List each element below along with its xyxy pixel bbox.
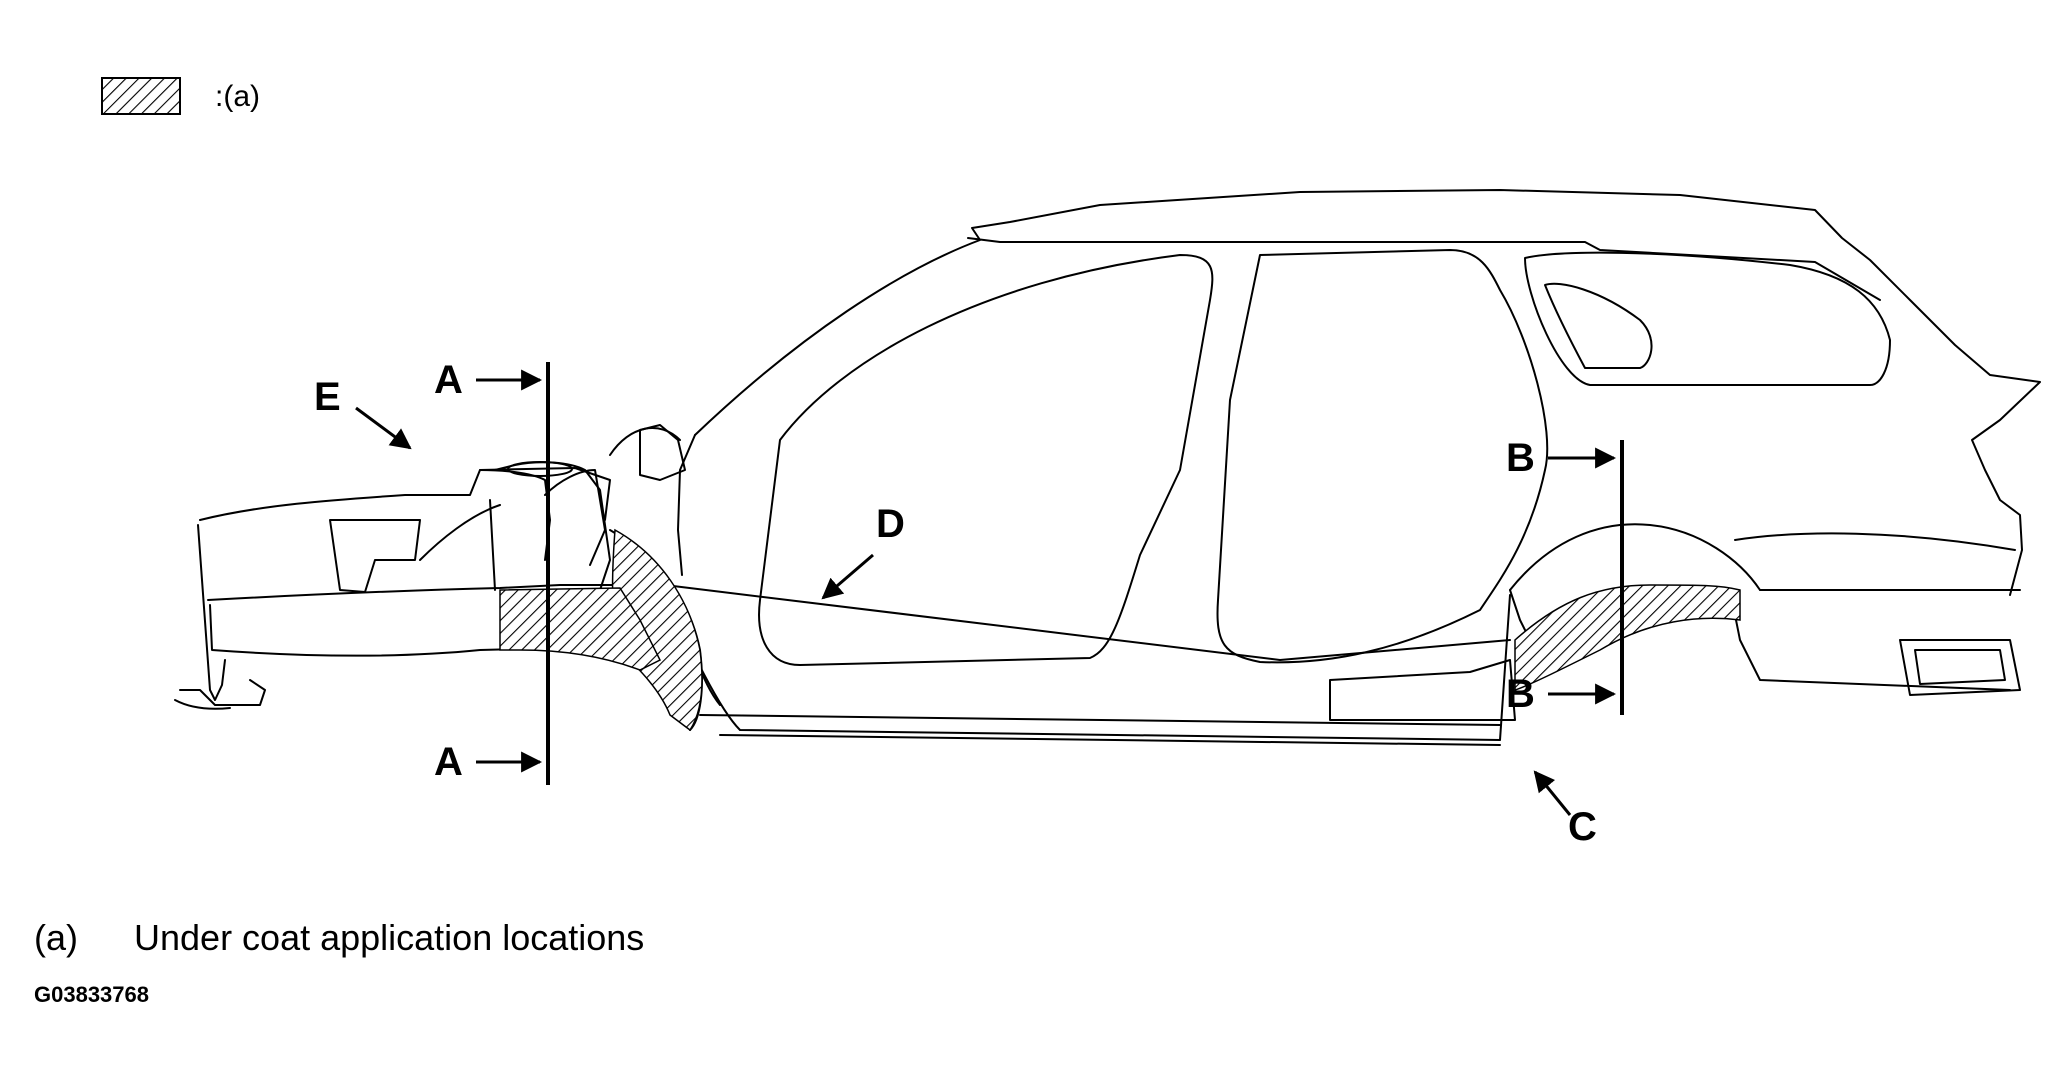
label-a-top: A (434, 358, 463, 402)
undercoat-areas (499, 528, 1741, 732)
arrow-d (821, 553, 874, 600)
legend-key-text: :(a) (215, 80, 260, 113)
section-lines (355, 362, 1624, 816)
label-e: E (314, 375, 341, 419)
undercoat-area-rear-arch (1514, 584, 1741, 692)
figure-id: G03833768 (34, 982, 149, 1007)
arrow-e (355, 406, 412, 450)
label-c: C (1568, 805, 1597, 849)
arrow-c (1533, 770, 1572, 816)
callout-labels: A A B B C D E (314, 358, 1597, 849)
undercoat-area-front-frame (499, 587, 662, 671)
label-b-top: B (1506, 436, 1535, 480)
legend: :(a) (101, 77, 260, 115)
caption: (a) Under coat application locations (34, 917, 644, 959)
label-a-bottom: A (434, 740, 463, 784)
legend-hatch-swatch (101, 77, 181, 115)
label-d: D (876, 502, 905, 546)
caption-key: (a) (34, 917, 78, 958)
caption-text: Under coat application locations (134, 917, 645, 958)
body-outline (174, 189, 2041, 746)
label-b-bottom: B (1506, 672, 1535, 716)
